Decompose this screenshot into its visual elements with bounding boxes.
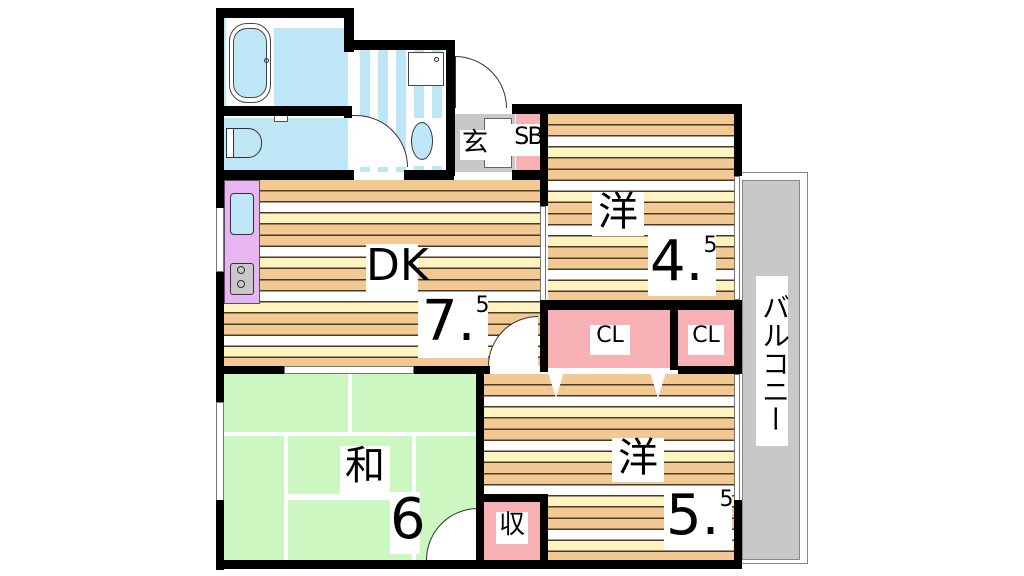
- window-western-south: [734, 374, 740, 504]
- western-north-size-sup: 5: [703, 233, 718, 258]
- wall: [216, 500, 224, 570]
- bath-top-strip: [274, 18, 348, 28]
- dk-size-main: 7.: [422, 289, 476, 354]
- wall: [476, 366, 484, 566]
- dk-size-sup: 5: [475, 293, 490, 318]
- tatami-3: [224, 436, 284, 562]
- western-north-size: 4.5: [648, 233, 718, 296]
- japanese-size: 6: [390, 487, 426, 554]
- washing-machine-icon: [408, 52, 444, 86]
- tatami-1: [224, 374, 348, 432]
- closet-door-1: [548, 372, 564, 398]
- western-south-size-sup: 5: [719, 487, 734, 512]
- wall: [446, 40, 455, 176]
- japanese-label: 和: [340, 446, 390, 494]
- shoebox-label: SB: [511, 124, 545, 156]
- wall: [216, 366, 284, 374]
- window-kitchen: [216, 206, 224, 272]
- bathtub-drain: [264, 58, 269, 63]
- kitchen-sink-icon: [230, 193, 254, 235]
- wall: [216, 272, 224, 402]
- wall: [344, 8, 354, 52]
- wall: [540, 494, 548, 566]
- western-south-size: 5.5: [664, 487, 734, 550]
- wall: [540, 300, 742, 310]
- sink-bowl: [411, 122, 433, 160]
- storage-label: 収: [496, 512, 528, 544]
- entrance-label: 玄: [460, 128, 490, 160]
- window-dk-east: [540, 206, 546, 302]
- dk-label: DK: [366, 244, 429, 294]
- wall: [216, 106, 352, 116]
- closet-small-label: CL: [688, 325, 724, 355]
- wall: [512, 170, 548, 180]
- wall: [414, 366, 490, 374]
- wall: [734, 300, 742, 374]
- wall: [216, 8, 354, 18]
- western-north-size-main: 4.: [650, 229, 704, 294]
- toilet-icon: [232, 128, 262, 158]
- wall: [404, 170, 454, 180]
- entrance-door[interactable]: [455, 56, 507, 108]
- bathtub-inner: [233, 28, 267, 98]
- closet-large-label: CL: [590, 325, 630, 355]
- wall: [540, 104, 548, 206]
- wall: [344, 106, 352, 118]
- western-south-size-main: 5.: [666, 483, 720, 548]
- closet-door-2: [650, 372, 666, 398]
- wall: [678, 366, 742, 374]
- wall: [734, 104, 742, 176]
- wall: [216, 170, 354, 180]
- wall: [670, 300, 678, 370]
- western-south-label: 洋: [612, 438, 664, 482]
- western-north-label: 洋: [592, 192, 644, 236]
- balcony-label: バルコニー: [756, 276, 791, 446]
- wall: [484, 494, 548, 502]
- wall: [734, 500, 742, 566]
- dk-size: 7.5: [418, 293, 490, 358]
- burner-2: [237, 280, 245, 288]
- wall: [344, 40, 454, 50]
- window-japanese-west: [216, 402, 224, 502]
- wall: [216, 560, 742, 569]
- toilet-tank: [226, 128, 234, 158]
- window-dk-south: [284, 366, 414, 374]
- tatami-2: [352, 374, 476, 432]
- washing-machine-knob: [434, 57, 439, 62]
- wall: [512, 104, 742, 114]
- window-western-north: [734, 176, 740, 300]
- burner-1: [237, 266, 245, 274]
- wall: [540, 300, 548, 372]
